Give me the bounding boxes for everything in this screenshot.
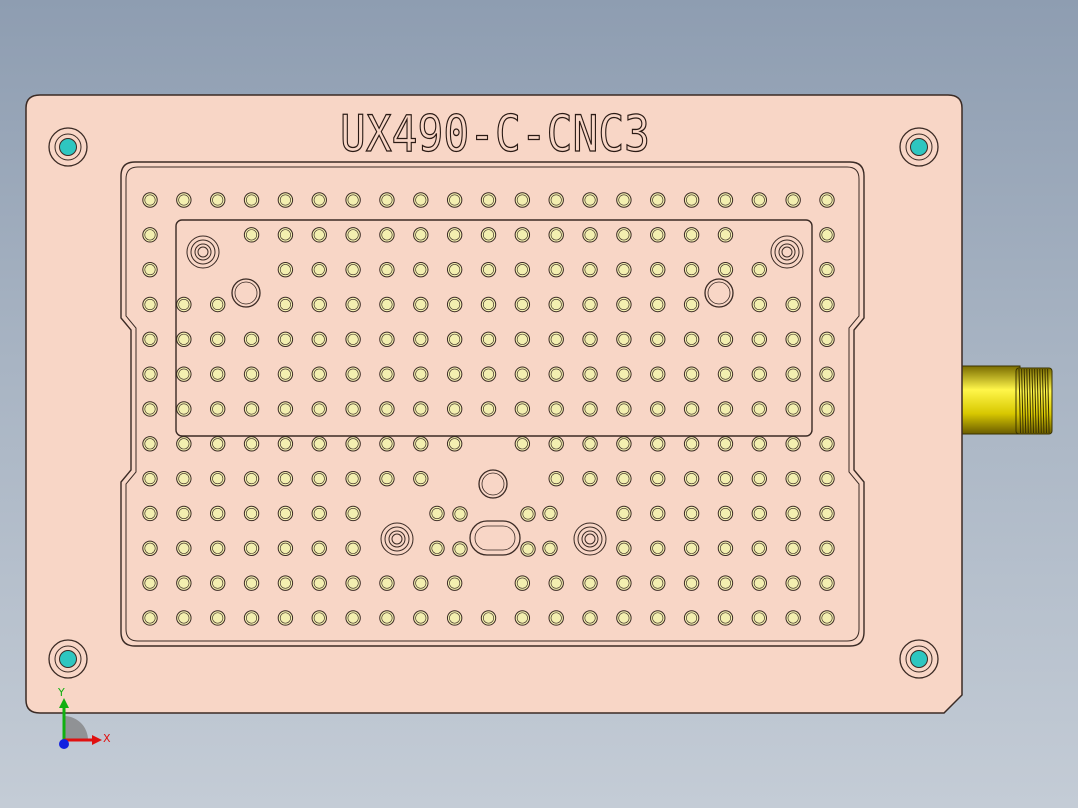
screw-boss [186, 235, 220, 269]
threaded-connector [961, 365, 1053, 435]
locator-pin [910, 650, 928, 668]
triad-x-label: X [103, 732, 111, 745]
locator-pin [59, 138, 77, 156]
clearance-hole [704, 278, 734, 308]
engraving-text: UX490-C-CNC3 [340, 104, 660, 158]
screw-boss [573, 522, 607, 556]
recess-window [175, 219, 813, 437]
screw-boss [380, 522, 414, 556]
pocket-outer-outline [120, 161, 865, 647]
coordinate-triad: Y X [50, 686, 120, 758]
clearance-hole [231, 278, 261, 308]
locator-pin [59, 650, 77, 668]
clearance-hole [478, 469, 508, 499]
locator-pin [910, 138, 928, 156]
pocket-inner-outline [125, 166, 860, 642]
engraving-label: UX490-C-CNC3 [340, 105, 650, 158]
screw-boss [770, 235, 804, 269]
obround-slot [469, 520, 521, 556]
triad-y-label: Y [58, 686, 65, 699]
